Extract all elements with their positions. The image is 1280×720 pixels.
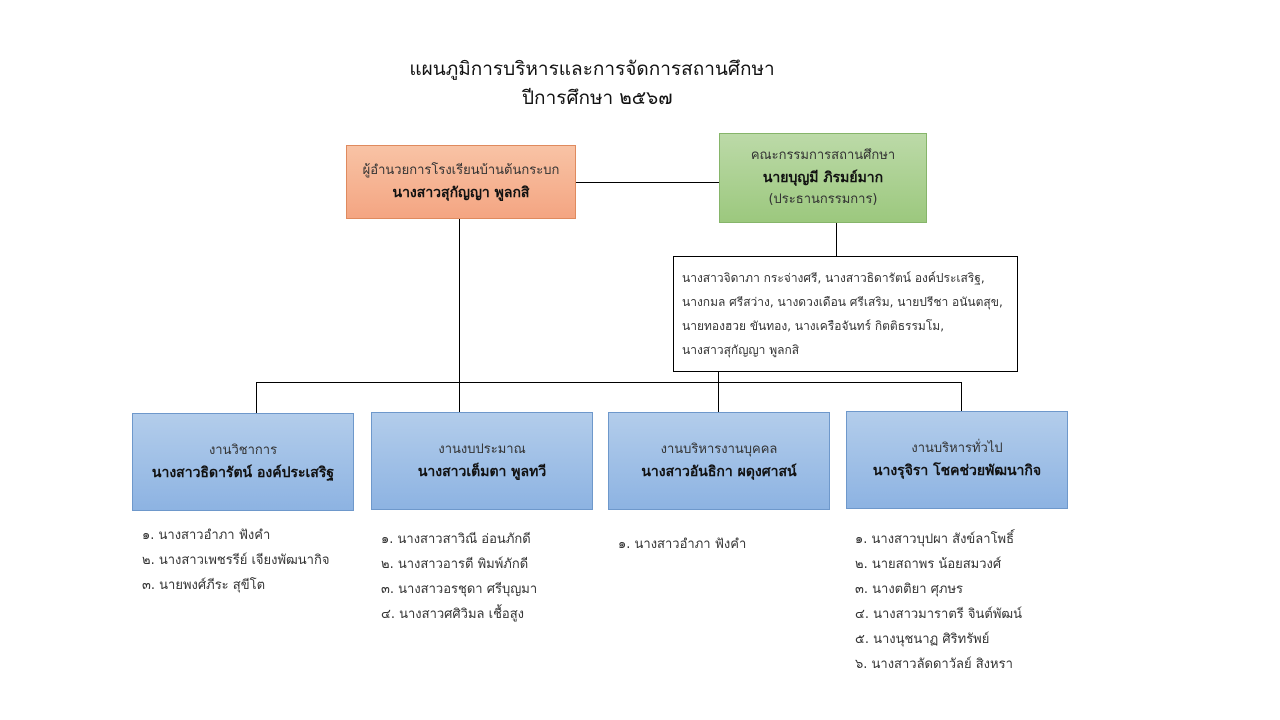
- department-box-general: งานบริหารทั่วไป นางรุจิรา โชคช่วยพัฒนากิ…: [846, 411, 1068, 509]
- committee-chair-name: นายบุญมี ภิรมย์มาก: [762, 170, 884, 186]
- chart-subtitle: ปีการศึกษา ๒๕๖๗: [522, 87, 673, 109]
- department-role: งานวิชาการ: [208, 443, 278, 458]
- staff-item: ๓. นางสาวอรชุดา ศรีบุญมา: [381, 582, 538, 597]
- staff-item: ๓. นายพงศ์ภีระ สุขีโต: [142, 578, 266, 593]
- committee-chair-position: (ประธานกรรมการ): [768, 192, 878, 207]
- committee-members-line: นางสาวสุกัญญา พูลกสิ: [682, 343, 800, 357]
- department-role: งานบริหารทั่วไป: [911, 441, 1003, 456]
- department-box-academic: งานวิชาการ นางสาวธิดารัตน์ องค์ประเสริฐ: [132, 413, 354, 511]
- department-role: งานบริหารงานบุคคล: [660, 442, 778, 457]
- department-head: นางรุจิรา โชคช่วยพัฒนากิจ: [872, 463, 1042, 479]
- connector-line: [459, 218, 460, 382]
- department-head: นางสาวธิดารัตน์ องค์ประเสริฐ: [151, 465, 335, 481]
- department-head: นางสาวอันธิกา ผดุงศาสน์: [641, 464, 797, 480]
- director-role: ผู้อำนวยการโรงเรียนบ้านต้นกระบก: [362, 163, 560, 178]
- department-box-personnel: งานบริหารงานบุคคล นางสาวอันธิกา ผดุงศาสน…: [608, 412, 830, 510]
- staff-item: ๑. นางสาวบุปผา สังข์ลาโพธิ์: [855, 532, 1015, 547]
- connector-line: [961, 382, 962, 411]
- committee-members-line: นางกมล ศรีสว่าง, นางดวงเดือน ศรีเสริม, น…: [682, 295, 1003, 309]
- connector-line: [459, 382, 460, 412]
- committee-role: คณะกรรมการสถานศึกษา: [750, 148, 896, 163]
- department-role: งานงบประมาณ: [438, 442, 526, 457]
- staff-item: ๔. นางสาวศศิวิมล เชื้อสูง: [381, 607, 524, 622]
- connector-line: [256, 382, 962, 383]
- staff-list-general: ๑. นางสาวบุปผา สังข์ลาโพธิ์ ๒. นายสถาพร …: [855, 527, 1022, 677]
- director-box: ผู้อำนวยการโรงเรียนบ้านต้นกระบก นางสาวสุ…: [346, 145, 576, 219]
- staff-list-budget: ๑. นางสาวสาวิณี อ่อนภักดี ๒. นางสาวอารตี…: [381, 527, 537, 627]
- staff-list-academic: ๑. นางสาวอำภา ฟังคำ ๒. นางสาวเพชรรีย์ เจ…: [142, 523, 329, 598]
- staff-item: ๒. นายสถาพร น้อยสมวงศ์: [855, 557, 1002, 572]
- staff-item: ๑. นางสาวสาวิณี อ่อนภักดี: [381, 532, 531, 547]
- director-name: นางสาวสุกัญญา พูลกสิ: [392, 185, 530, 201]
- committee-members-line: นายทองฮวย ขันทอง, นางเครือจันทร์ กิตติธร…: [682, 319, 945, 333]
- connector-line: [575, 182, 719, 183]
- connector-line: [836, 222, 837, 256]
- department-box-budget: งานงบประมาณ นางสาวเต็มตา พูลทวี: [371, 412, 593, 510]
- staff-item: ๑. นางสาวอำภา ฟังคำ: [142, 528, 271, 543]
- staff-item: ๕. นางนุชนาฏ ศิริทรัพย์: [855, 632, 990, 647]
- committee-members-box: นางสาวจิดาภา กระจ่างศรี, นางสาวธิดารัตน์…: [673, 256, 1018, 372]
- staff-item: ๔. นางสาวมาราตรี จินต์พัฒน์: [855, 607, 1023, 622]
- staff-item: ๖. นางสาวลัดดาวัลย์ สิงหรา: [855, 657, 1013, 672]
- connector-line: [256, 382, 257, 413]
- chart-title: แผนภูมิการบริหารและการจัดการสถานศึกษา: [409, 58, 775, 80]
- connector-line: [718, 371, 719, 412]
- committee-box: คณะกรรมการสถานศึกษา นายบุญมี ภิรมย์มาก (…: [719, 133, 927, 223]
- staff-item: ๑. นางสาวอำภา ฟังคำ: [618, 537, 747, 552]
- committee-members-line: นางสาวจิดาภา กระจ่างศรี, นางสาวธิดารัตน์…: [682, 271, 985, 285]
- staff-list-personnel: ๑. นางสาวอำภา ฟังคำ: [618, 532, 746, 557]
- department-head: นางสาวเต็มตา พูลทวี: [417, 464, 547, 480]
- staff-item: ๒. นางสาวอารตี พิมพ์ภักดี: [381, 557, 529, 572]
- staff-item: ๒. นางสาวเพชรรีย์ เจียงพัฒนากิจ: [142, 553, 330, 568]
- staff-item: ๓. นางตติยา ศุภษร: [855, 582, 963, 597]
